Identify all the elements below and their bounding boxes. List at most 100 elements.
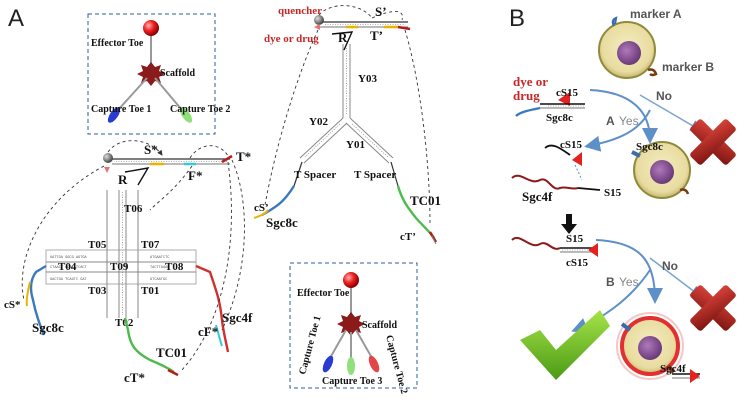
capture-toe-2-icon (179, 107, 193, 123)
sgc4f-label-b1: Sgc4f (522, 189, 553, 204)
cross-icon-bottom (690, 285, 736, 331)
top-inset-scaffold-label: Scaffold (160, 68, 195, 79)
t-spacer-left-label: T Spacer (294, 169, 336, 181)
bottom-inset-capture2-label: Capture Toe 2 (383, 334, 409, 395)
sgc4f-strand-b (511, 174, 579, 190)
dye-triangle-icon-b (558, 92, 570, 106)
top-inset-effector-label: Effector Toe (91, 38, 144, 49)
y-construct: quencher dye or drug S’ R T’ Y03 Y02 Y01… (253, 4, 441, 245)
quencher-label: quencher (278, 5, 322, 17)
r-label-x: R (118, 172, 128, 187)
top-inset-frame (87, 13, 216, 135)
cf-star-label: cF* (198, 324, 218, 339)
panel-label-a: A (8, 5, 24, 32)
sgc8c-strand-x (29, 264, 47, 336)
t03-label: T03 (88, 285, 107, 297)
effector-ball-icon (143, 20, 159, 36)
drug-label: drug (513, 88, 540, 103)
dye-or-drug-label: dye or drug (264, 33, 319, 45)
bottom-inset-frame (289, 262, 418, 389)
cross-icon-top (690, 119, 736, 165)
marker-a-label: marker A (630, 7, 682, 21)
t-star-label: T* (236, 149, 251, 164)
bottom-inset-capture3-label: Capture Toe 3 (322, 376, 382, 387)
t02-label: T02 (115, 317, 134, 329)
target-cell-top: marker A marker B (598, 7, 714, 79)
t07-label: T07 (141, 239, 160, 251)
s15-label-2: S15 (566, 233, 584, 245)
cs15-label-2: cS15 (560, 139, 583, 151)
ct-prime-label: cT’ (400, 231, 416, 243)
top-inset-capture1-label: Capture Toe 1 (91, 104, 151, 115)
sgc8c-label-x: Sgc8c (32, 320, 64, 335)
quencher-ball-icon (314, 15, 324, 25)
cs-prime-label: cS’ (254, 202, 269, 214)
t09-label: T09 (110, 261, 129, 273)
sgc8c-label-y: Sgc8c (266, 215, 298, 230)
svg-text:GACTGA TCAGTC GAT: GACTGA TCAGTC GAT (50, 278, 88, 282)
scaffold-star-icon-2 (337, 312, 365, 336)
yes-label-1: Yes (619, 114, 639, 128)
capture-toe-1-icon-2 (322, 355, 334, 373)
bottom-inset-effector-label: Effector Toe (297, 288, 350, 299)
r-label-y: R (338, 30, 348, 45)
quencher-ball-icon-x (103, 153, 113, 163)
marker-b-label: marker B (662, 60, 714, 74)
no-label-2: No (662, 259, 678, 273)
sgc4f-strand-x (195, 264, 230, 353)
s-prime-label: S’ (375, 4, 387, 19)
t04-label: T04 (58, 261, 77, 273)
x-construct: S* F* T* R GATTGA GGCG AGTGA CTAACT CCGC… (4, 140, 253, 385)
tc01-strand-x (123, 317, 175, 373)
svg-text:GTCAATGC: GTCAATGC (150, 278, 167, 282)
labeled-cell-bottom: Sgc4f (616, 312, 700, 383)
a-label-b: A (606, 114, 615, 128)
svg-text:ATGAATCTC: ATGAATCTC (150, 256, 169, 260)
svg-text:TACTTAGAG: TACTTAGAG (150, 266, 169, 270)
sgc4f-label-x: Sgc4f (222, 310, 253, 325)
t05-label: T05 (88, 239, 107, 251)
s-star-label: S* (144, 142, 158, 157)
dye-or-label: dye or (513, 74, 548, 89)
no-label-1: No (656, 89, 672, 103)
t-prime-label: T’ (370, 28, 383, 43)
f-star-label: F* (188, 168, 202, 183)
dye-triangle-icon (314, 24, 320, 30)
y01-label: Y01 (346, 139, 365, 151)
sgc8c-label-b2: Sgc8c (636, 141, 663, 153)
marker-b-icon (647, 68, 658, 77)
s15-label-1: S15 (604, 187, 622, 199)
yes-label-2: Yes (619, 275, 639, 289)
top-inset-capture2-label: Capture Toe 2 (170, 104, 230, 115)
b-label-b: B (606, 275, 615, 289)
bottom-inset-capture1-label: Capture Toe 1 (297, 315, 323, 376)
marker-a-icon (611, 16, 618, 27)
y02-label: Y02 (309, 116, 328, 128)
t01-label: T01 (141, 285, 159, 297)
down-arrow-icon (561, 214, 577, 234)
bottom-inset-scaffold-label: Scaffold (362, 320, 397, 331)
t-spacer-right-label: T Spacer (354, 169, 396, 181)
capture-toe-3-icon (347, 357, 355, 375)
ct-star-label: cT* (124, 370, 145, 385)
sgc8c-label-b1: Sgc8c (546, 112, 573, 124)
svg-text:CTAACT CCGC TCACT: CTAACT CCGC TCACT (50, 266, 88, 270)
sgc4f-label-b2: Sgc4f (660, 363, 686, 375)
cs15-label-3: cS15 (566, 257, 589, 269)
y03-label: Y03 (358, 73, 377, 85)
t08-label: T08 (165, 261, 184, 273)
capture-toe-2-icon-2 (368, 355, 380, 373)
svg-text:GATTGA GGCG AGTGA: GATTGA GGCG AGTGA (50, 256, 88, 260)
dye-triangle-icon-x (104, 167, 110, 173)
check-mark-icon (520, 310, 610, 380)
top-inset: Effector Toe Scaffold Capture Toe 1 Capt… (87, 13, 230, 135)
cs-star-label: cS* (4, 299, 21, 311)
panel-b: marker A marker B dye or drug cS15 Sgc8c… (511, 7, 736, 383)
bottom-inset: Effector Toe Scaffold Capture Toe 1 Capt… (289, 262, 418, 395)
bound-cell-middle: Sgc8c (631, 141, 691, 199)
effector-ball-icon-2 (343, 272, 359, 288)
nucleus-icon (617, 41, 641, 65)
t06-label: T06 (124, 203, 143, 215)
panel-label-b: B (509, 5, 525, 32)
